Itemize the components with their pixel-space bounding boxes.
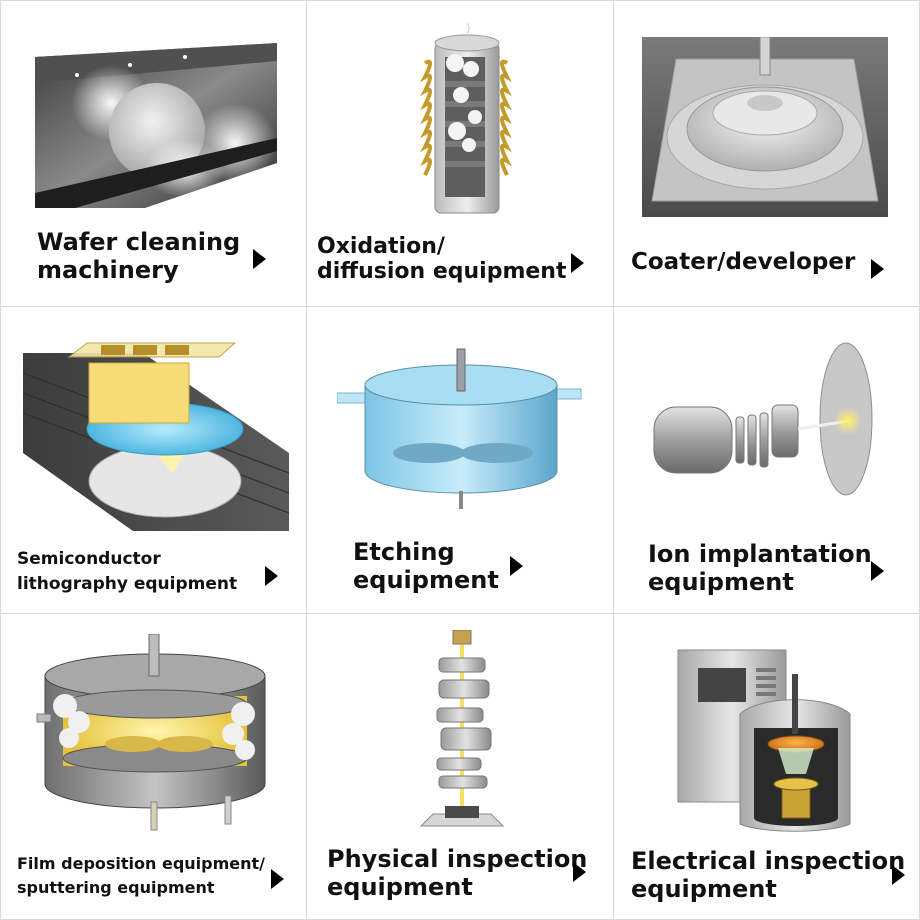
- physical-inspection-illustration: [419, 630, 505, 827]
- coater-developer-illustration: [642, 37, 888, 217]
- triangle-right-icon: [510, 556, 523, 576]
- tile-coater-developer[interactable]: Coater/developer: [613, 0, 920, 307]
- sputtering-chamber-illustration: [36, 634, 266, 831]
- triangle-right-icon: [271, 869, 284, 889]
- oxidation-furnace-illustration: [420, 22, 512, 214]
- tile-label: Etching equipment: [353, 538, 499, 594]
- lithography-illustration: [23, 342, 289, 531]
- tile-physical-inspection[interactable]: Physical inspection equipment: [306, 613, 614, 920]
- triangle-right-icon: [265, 566, 278, 586]
- tile-lithography[interactable]: Semiconductor lithography equipment: [0, 306, 307, 614]
- etching-chamber-illustration: [337, 348, 582, 509]
- triangle-right-icon: [892, 865, 905, 885]
- tile-etching[interactable]: Etching equipment: [306, 306, 614, 614]
- tile-label: Semiconductor lithography equipment: [17, 549, 238, 594]
- tile-ion-implantation[interactable]: Ion implantation equipment: [613, 306, 920, 614]
- triangle-right-icon: [253, 249, 266, 269]
- tile-label: Ion implantation equipment: [648, 540, 872, 596]
- tile-label: Physical inspection equipment: [327, 845, 588, 901]
- triangle-right-icon: [871, 561, 884, 581]
- triangle-right-icon: [573, 862, 586, 882]
- tile-oxidation-diffusion[interactable]: Oxidation/ diffusion equipment: [306, 0, 614, 307]
- tile-label: Wafer cleaning machinery: [37, 228, 241, 284]
- tile-label: Oxidation/ diffusion equipment: [317, 234, 567, 285]
- tile-label: Coater/developer: [631, 249, 856, 275]
- tile-label: Electrical inspection equipment: [631, 847, 906, 903]
- tile-wafer-cleaning[interactable]: Wafer cleaning machinery: [0, 0, 307, 307]
- ion-implantation-illustration: [653, 342, 873, 496]
- triangle-right-icon: [571, 253, 584, 273]
- wafer-cleaning-illustration: [35, 43, 277, 208]
- triangle-right-icon: [871, 259, 884, 279]
- tile-electrical-inspection[interactable]: Electrical inspection equipment: [613, 613, 920, 920]
- electrical-inspection-illustration: [677, 649, 851, 832]
- tile-label: Film deposition equipment/ sputtering eq…: [17, 854, 266, 897]
- tile-film-deposition[interactable]: Film deposition equipment/ sputtering eq…: [0, 613, 307, 920]
